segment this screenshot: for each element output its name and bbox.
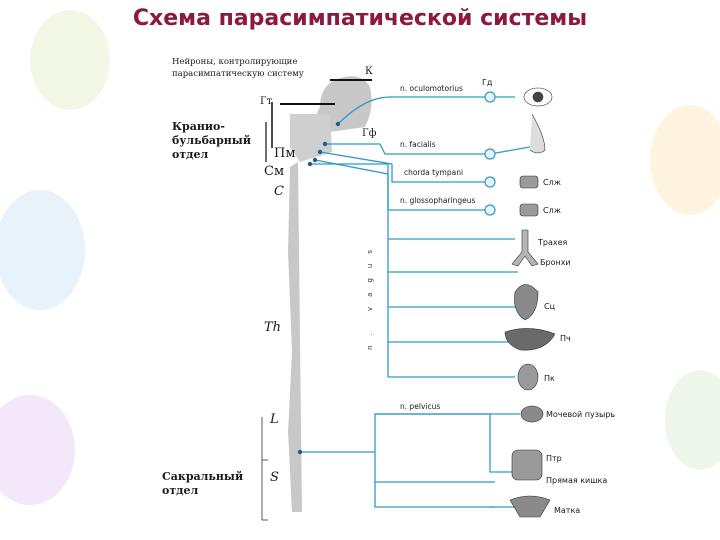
- spinal-cord: [288, 162, 302, 512]
- organ-slzh-1: Слж: [543, 178, 561, 187]
- parasympathetic-diagram: Нейроны, контролирующие парасимпатическу…: [160, 52, 630, 522]
- gland-icon-2: [519, 203, 539, 217]
- organ-bladder: Мочевой пузырь: [546, 410, 616, 419]
- cranio-bulbar-label: Кранио-бульбарный отдел: [172, 120, 251, 161]
- organ-heart: Сц: [544, 302, 556, 311]
- liver-icon: [504, 328, 556, 351]
- neurons-note: Нейроны, контролирующие парасимпатическу…: [172, 57, 304, 79]
- brain-label-gt: Гт: [260, 96, 273, 107]
- sacral-label: Сакральный отдел: [162, 470, 244, 497]
- organ-slzh-2: Слж: [543, 206, 561, 215]
- organ-trachea: Трахея: [538, 238, 568, 247]
- segment-c: C: [274, 184, 284, 199]
- brain-label-k: К: [365, 66, 373, 77]
- organ-liver: Пч: [560, 334, 571, 343]
- nose-icon: [529, 113, 546, 154]
- brain-label-pm: Пм: [274, 146, 296, 161]
- organ-uterus: Матка: [554, 506, 581, 515]
- organ-kidney: Пк: [544, 374, 555, 383]
- segment-l: L: [270, 412, 279, 427]
- uterus-icon: [509, 495, 551, 518]
- brain-label-gf: Гф: [362, 128, 377, 139]
- diagram-drawing: [261, 76, 556, 521]
- organ-intestine: Птр: [546, 454, 562, 463]
- trachea-icon: [511, 229, 539, 267]
- organ-gd: Гд: [482, 78, 493, 87]
- brain-stem: [316, 76, 372, 132]
- brain-label-sm: См: [264, 164, 285, 179]
- segment-s: S: [270, 470, 279, 485]
- nerve-glosso: n. glossopharingeus: [400, 196, 476, 205]
- brain-lower: [290, 114, 332, 162]
- nerve-oculomotorius: n. oculomotorius: [400, 84, 463, 93]
- heart-icon: [514, 284, 539, 321]
- intestine-icon: [511, 449, 543, 481]
- organ-bronchi: Бронхи: [540, 258, 571, 267]
- organ-rectum: Прямая кишка: [546, 476, 608, 485]
- nerve-chorda: chorda tympani: [404, 168, 464, 177]
- bladder-icon: [520, 405, 544, 423]
- vagus-label: n. vagus: [366, 240, 374, 350]
- nerve-facialis: n. facialis: [400, 140, 436, 149]
- kidney-icon: [517, 363, 539, 391]
- nerve-pelvicus: n. pelvicus: [400, 402, 441, 411]
- gland-icon-1: [519, 175, 539, 189]
- segment-th: Th: [264, 320, 282, 335]
- slide-title: Схема парасимпатической системы: [132, 6, 588, 31]
